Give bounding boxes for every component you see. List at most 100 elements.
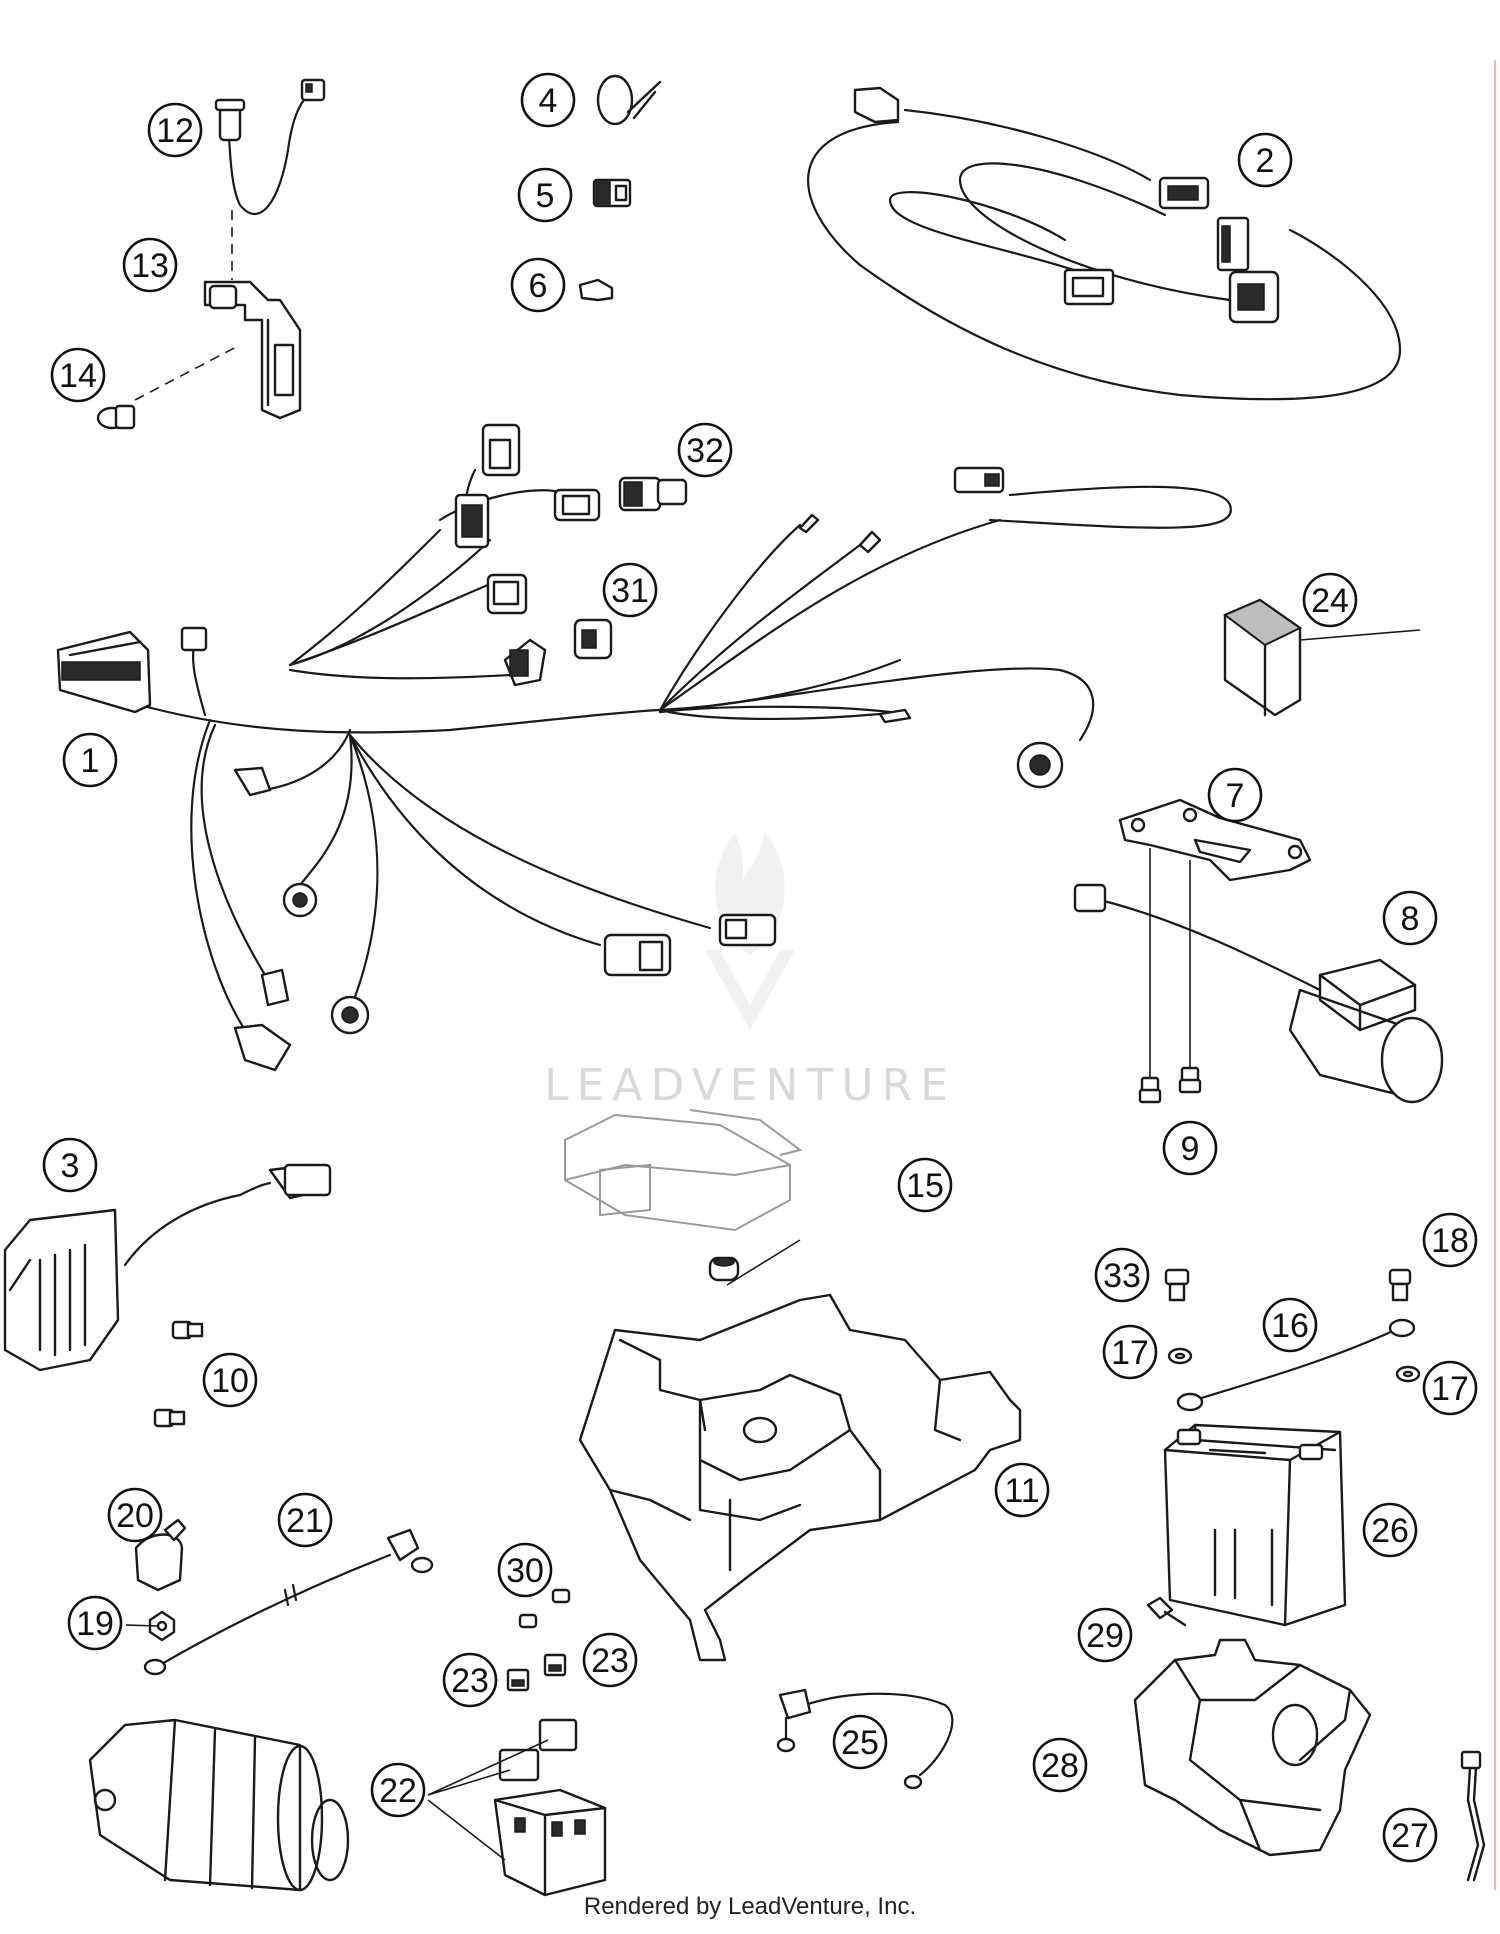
part-18-screw[interactable] [1388,1268,1412,1302]
callout-c14[interactable]: 14 [50,347,106,403]
callout-c4[interactable]: 4 [520,72,576,128]
callout-c17a[interactable]: 17 [1102,1324,1158,1380]
callout-c11[interactable]: 11 [994,1462,1050,1518]
callout-c2[interactable]: 2 [1237,132,1293,188]
part-7-bracket[interactable] [1118,798,1312,882]
part-19-nut[interactable] [148,1610,176,1642]
callout-c8[interactable]: 8 [1382,890,1438,946]
callout-number: 25 [841,1724,879,1762]
callout-circle [1162,1120,1218,1176]
callout-number: 28 [1041,1747,1079,1785]
callout-c9[interactable]: 9 [1162,1120,1218,1176]
part-2-extension-harness[interactable] [807,86,1402,401]
callout-c23a[interactable]: 23 [442,1652,498,1708]
callout-c29[interactable]: 29 [1077,1607,1133,1663]
callout-c12[interactable]: 12 [147,102,203,158]
part-22-leader-a [427,1769,511,1796]
part-5-clip[interactable] [592,178,632,208]
callout-c15[interactable]: 15 [897,1157,953,1213]
callout-c13[interactable]: 13 [122,237,178,293]
watermark-text: LEADVENTURE [544,1060,956,1111]
part-33-screw[interactable] [1164,1268,1190,1302]
part-12-key-lock[interactable] [214,78,326,215]
callout-number: 21 [286,1502,324,1540]
callout-number: 11 [1004,1472,1039,1510]
callout-number: 3 [61,1147,80,1185]
part-17-washer-left[interactable] [1167,1347,1193,1365]
part-27-fuse-holder[interactable] [1460,1750,1486,1882]
callout-c30[interactable]: 30 [497,1542,553,1598]
callout-circle [994,1462,1050,1518]
callout-circle [42,1137,98,1193]
part-22-starter-relay[interactable] [493,1718,607,1897]
part-8-sensor[interactable] [1073,883,1444,1104]
callout-circle [67,1595,123,1651]
callout-c7[interactable]: 7 [1207,767,1263,823]
callout-circle [1422,1360,1478,1416]
callout-c10[interactable]: 10 [202,1352,258,1408]
callout-circle [517,167,573,223]
part-30-screws[interactable] [518,1588,571,1629]
callout-c23b[interactable]: 23 [582,1632,638,1688]
part-3-voltage-regulator[interactable] [3,1163,332,1372]
part-11-battery-holder[interactable] [578,1293,1022,1662]
part-29-screw[interactable] [1146,1596,1187,1627]
callout-number: 17 [1111,1334,1149,1372]
part-13-lock-bracket[interactable] [203,280,302,420]
part-15-damper[interactable] [708,1256,740,1282]
part-17-washer-right[interactable] [1395,1365,1421,1383]
callout-circle [897,1157,953,1213]
part-14-screw[interactable] [96,404,136,430]
part-24-relay[interactable] [1223,598,1302,717]
part-4-cable-tie[interactable] [596,74,662,126]
part-26-battery[interactable] [1163,1423,1347,1627]
part-23-fuse-right[interactable] [543,1653,567,1677]
callout-circle [147,102,203,158]
callout-circle [1422,1212,1478,1268]
callout-c19[interactable]: 19 [67,1595,123,1651]
callout-number: 29 [1086,1617,1124,1655]
callout-c28[interactable]: 28 [1032,1737,1088,1793]
callout-c22[interactable]: 22 [370,1762,426,1818]
callout-number: 10 [211,1362,249,1400]
callout-number: 23 [591,1642,629,1680]
callout-c20[interactable]: 20 [107,1487,163,1543]
callout-number: 17 [1431,1370,1469,1408]
callout-c1[interactable]: 1 [62,732,118,788]
callout-c3[interactable]: 3 [42,1137,98,1193]
callout-c26[interactable]: 26 [1362,1502,1418,1558]
part-28-battery-box[interactable] [1133,1638,1372,1857]
part-1-main-harness[interactable] [56,423,1232,1072]
part-16-battery-cable[interactable] [1176,1318,1416,1412]
callout-c32[interactable]: 32 [677,422,733,478]
callout-c33[interactable]: 33 [1094,1247,1150,1303]
callout-c6[interactable]: 6 [510,257,566,313]
callout-circle [1382,890,1438,946]
part-25-ground-cable[interactable] [776,1688,954,1790]
part-21-starter-cable[interactable] [143,1528,434,1676]
callout-c25[interactable]: 25 [832,1714,888,1770]
part-23-fuse-left[interactable] [506,1668,530,1692]
callout-circle [442,1652,498,1708]
callout-c5[interactable]: 5 [517,167,573,223]
part-10-screws[interactable] [153,1320,204,1428]
part-14-leader [134,344,241,401]
callout-c17b[interactable]: 17 [1422,1360,1478,1416]
callout-circle [62,732,118,788]
callout-circle [277,1492,333,1548]
callout-circle [122,237,178,293]
callout-number: 33 [1103,1257,1141,1295]
callout-number: 13 [131,247,169,285]
callout-c24[interactable]: 24 [1302,572,1358,628]
callout-c27[interactable]: 27 [1382,1807,1438,1863]
callout-circle [510,257,566,313]
part-6-grommet[interactable] [578,278,614,302]
part-9-screws[interactable] [1138,1066,1202,1104]
callout-number: 19 [76,1605,114,1643]
part-22-leader-c [427,1799,506,1861]
callout-c18[interactable]: 18 [1422,1212,1478,1268]
callout-c21[interactable]: 21 [277,1492,333,1548]
callout-c31[interactable]: 31 [602,562,658,618]
callout-c16[interactable]: 16 [1262,1297,1318,1353]
